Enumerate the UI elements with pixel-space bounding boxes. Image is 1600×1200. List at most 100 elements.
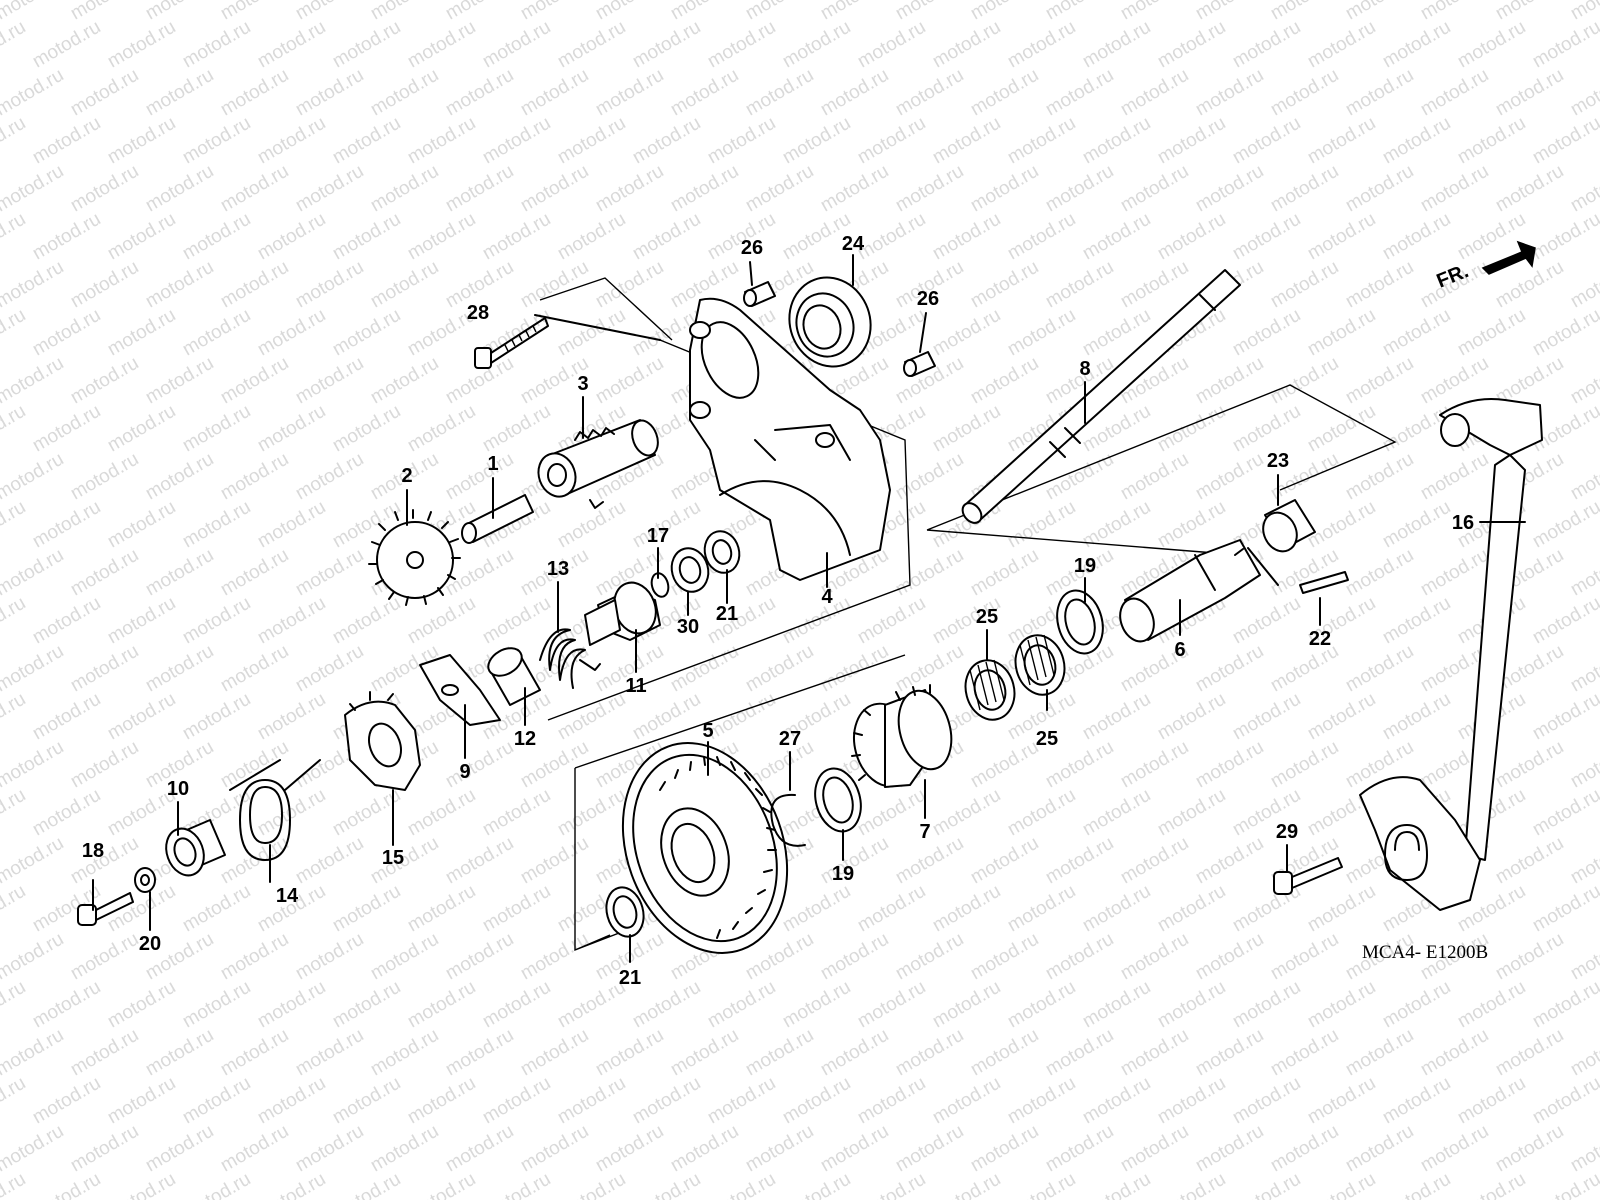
watermark-text: motod.ru: [817, 641, 892, 697]
watermark-text: motod.ru: [104, 593, 179, 649]
watermark-text: motod.ru: [0, 593, 29, 649]
watermark-text: motod.ru: [1117, 449, 1192, 505]
watermark-text: motod.ru: [929, 977, 1004, 1033]
watermark-text: motod.ru: [929, 1073, 1004, 1129]
watermark-text: motod.ru: [0, 929, 67, 985]
watermark-text: motod.ru: [1379, 689, 1454, 745]
watermark-text: motod.ru: [1567, 1025, 1600, 1081]
watermark-text: motod.ru: [1042, 929, 1117, 985]
watermark-text: motod.ru: [329, 593, 404, 649]
watermark-text: motod.ru: [1079, 209, 1154, 265]
watermark-text: motod.ru: [1304, 113, 1379, 169]
watermark-text: motod.ru: [967, 257, 1042, 313]
watermark-text: motod.ru: [1342, 257, 1417, 313]
watermark-text: motod.ru: [667, 0, 742, 24]
watermark-text: motod.ru: [104, 689, 179, 745]
watermark-text: motod.ru: [442, 1025, 517, 1081]
watermark-text: motod.ru: [179, 401, 254, 457]
watermark-text: motod.ru: [1117, 1025, 1192, 1081]
watermark-text: motod.ru: [1079, 785, 1154, 841]
plate-9-drawing: [419, 654, 501, 726]
watermark-text: motod.ru: [817, 65, 892, 121]
watermark-text: motod.ru: [67, 1025, 142, 1081]
watermark-text: motod.ru: [1079, 1169, 1154, 1200]
watermark-text: motod.ru: [179, 497, 254, 553]
watermark-text: motod.ru: [1529, 689, 1600, 745]
watermark-text: motod.ru: [442, 929, 517, 985]
watermark-text: motod.ru: [142, 161, 217, 217]
watermark-text: motod.ru: [892, 449, 967, 505]
watermark-text: motod.ru: [1267, 0, 1342, 24]
watermark-text: motod.ru: [29, 1169, 104, 1200]
watermark-text: motod.ru: [517, 929, 592, 985]
watermark-text: motod.ru: [554, 1073, 629, 1129]
part-label-8: 8: [1079, 358, 1090, 380]
watermark-text: motod.ru: [292, 449, 367, 505]
watermark-text: motod.ru: [0, 1073, 29, 1129]
watermark-text: motod.ru: [179, 209, 254, 265]
watermark-text: motod.ru: [329, 401, 404, 457]
watermark-text: motod.ru: [1229, 1073, 1304, 1129]
watermark-text: motod.ru: [1229, 881, 1304, 937]
watermark-text: motod.ru: [142, 1121, 217, 1177]
watermark-text: motod.ru: [892, 161, 967, 217]
watermark-text: motod.ru: [479, 1073, 554, 1129]
watermark-text: motod.ru: [29, 977, 104, 1033]
watermark-text: motod.ru: [929, 401, 1004, 457]
watermark-text: motod.ru: [892, 1025, 967, 1081]
watermark-text: motod.ru: [1529, 593, 1600, 649]
spring-13-drawing: [539, 628, 601, 689]
watermark-text: motod.ru: [142, 641, 217, 697]
watermark-text: motod.ru: [29, 17, 104, 73]
watermark-text: motod.ru: [67, 641, 142, 697]
watermark-text: motod.ru: [479, 785, 554, 841]
watermark-text: motod.ru: [742, 0, 817, 24]
spindle-gear-3-drawing: [537, 419, 659, 509]
watermark-text: motod.ru: [1267, 65, 1342, 121]
watermark-text: motod.ru: [179, 689, 254, 745]
watermark-text: motod.ru: [742, 641, 817, 697]
watermark-text: motod.ru: [742, 161, 817, 217]
watermark-text: motod.ru: [1079, 881, 1154, 937]
watermark-text: motod.ru: [292, 161, 367, 217]
watermark-text: motod.ru: [1567, 641, 1600, 697]
watermark-text: motod.ru: [329, 209, 404, 265]
watermark-text: motod.ru: [29, 497, 104, 553]
watermark-text: motod.ru: [592, 1121, 667, 1177]
watermark-text: motod.ru: [1192, 161, 1267, 217]
watermark-text: motod.ru: [1192, 929, 1267, 985]
watermark-text: motod.ru: [1192, 1025, 1267, 1081]
watermark-text: motod.ru: [967, 353, 1042, 409]
watermark-text: motod.ru: [779, 17, 854, 73]
watermark-text: motod.ru: [1079, 977, 1154, 1033]
watermark-text: motod.ru: [1004, 497, 1079, 553]
watermark-text: motod.ru: [0, 881, 29, 937]
watermark-text: motod.ru: [1304, 209, 1379, 265]
watermark-text: motod.ru: [217, 449, 292, 505]
part-label-14: 14: [276, 885, 299, 907]
part-label-28: 28: [467, 302, 489, 324]
watermark-text: motod.ru: [1492, 833, 1567, 889]
watermark-text: motod.ru: [367, 1121, 442, 1177]
watermark-text: motod.ru: [854, 1169, 929, 1200]
watermark-text: motod.ru: [854, 113, 929, 169]
watermark-text: motod.ru: [892, 0, 967, 24]
watermark-text: motod.ru: [1079, 689, 1154, 745]
watermark-text: motod.ru: [817, 0, 892, 24]
watermark-text: motod.ru: [67, 0, 142, 24]
watermark-text: motod.ru: [67, 65, 142, 121]
watermark-text: motod.ru: [629, 17, 704, 73]
watermark-text: motod.ru: [1454, 1169, 1529, 1200]
watermark-text: motod.ru: [1529, 17, 1600, 73]
watermark-text: motod.ru: [554, 497, 629, 553]
watermark-text: motod.ru: [817, 1025, 892, 1081]
watermark-text: motod.ru: [967, 929, 1042, 985]
watermark-text: motod.ru: [929, 113, 1004, 169]
watermark-text: motod.ru: [1567, 1121, 1600, 1177]
sleeve-6-drawing: [1119, 539, 1261, 643]
watermark-text: motod.ru: [217, 929, 292, 985]
watermark-text: motod.ru: [217, 65, 292, 121]
watermark-text: motod.ru: [254, 689, 329, 745]
watermark-text: motod.ru: [1117, 65, 1192, 121]
